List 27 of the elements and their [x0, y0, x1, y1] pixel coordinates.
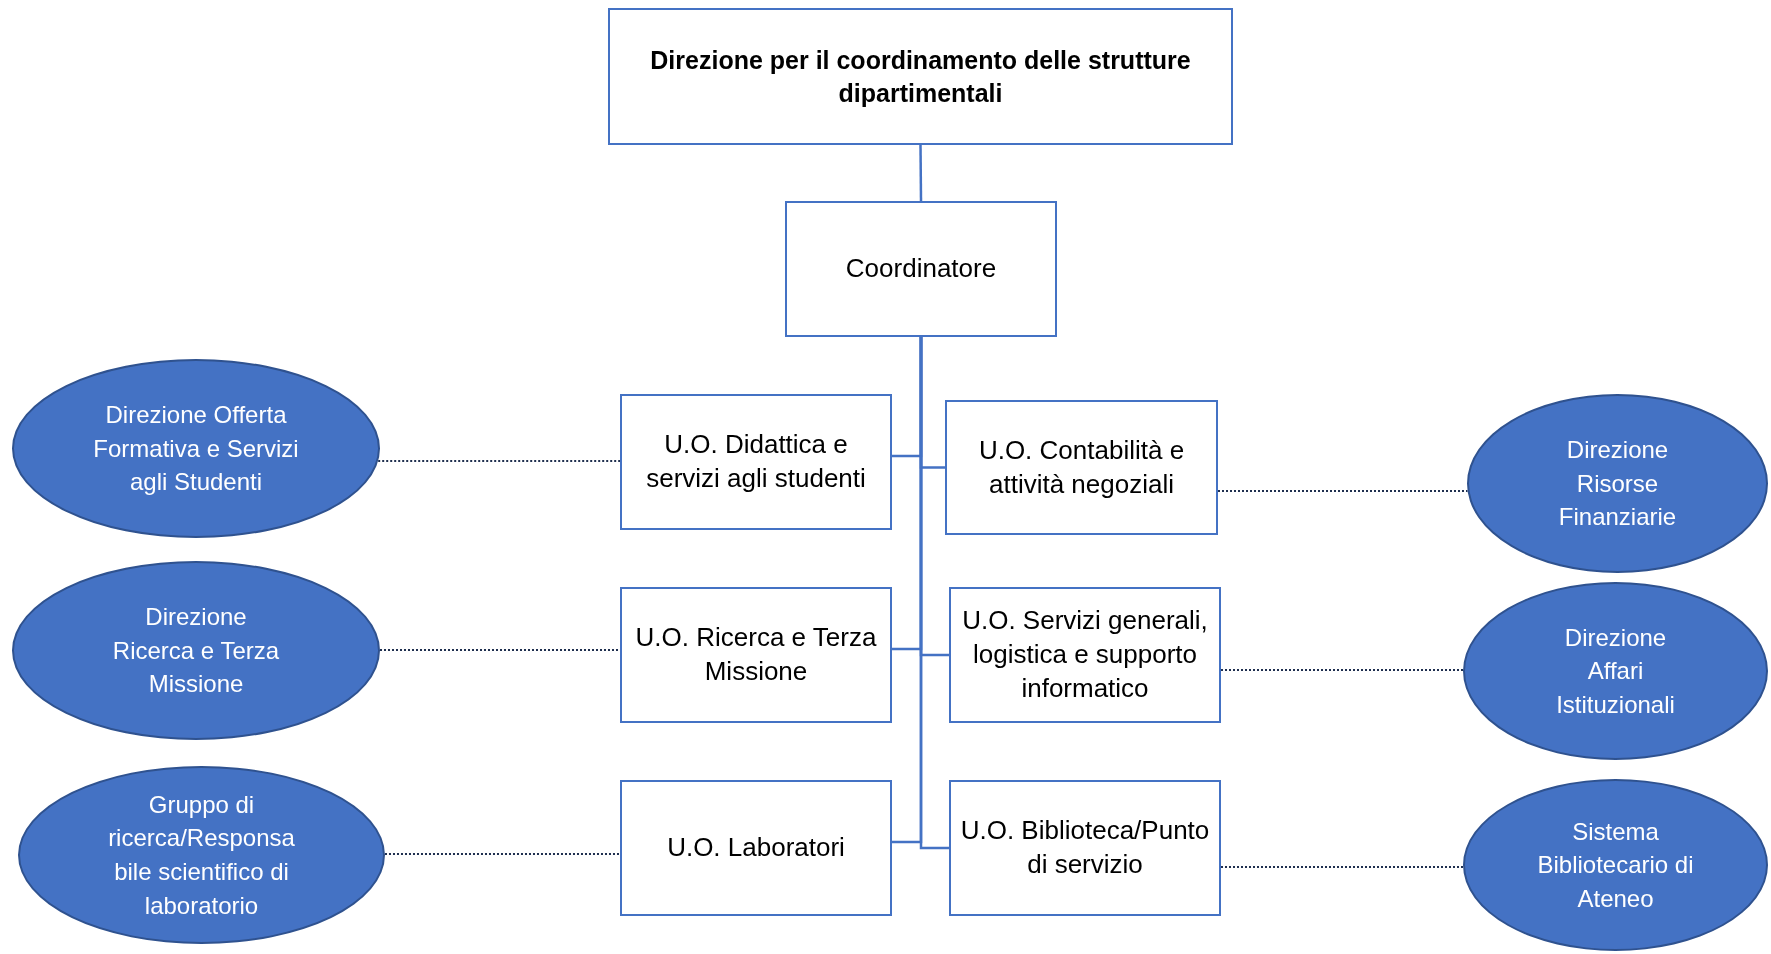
node-label: U.O. Contabilità e attività negoziali: [977, 433, 1186, 501]
node-label: Direzione Risorse Finanziarie: [1557, 435, 1678, 533]
node-label: U.O. Ricerca e Terza Missione: [634, 621, 878, 688]
node-label: U.O. Didattica e servizi agli studenti: [645, 428, 867, 495]
node-label: U.O. Biblioteca/Punto di servizio: [959, 814, 1211, 881]
process-box: [945, 400, 1218, 535]
node-label: Coordinatore: [845, 252, 997, 286]
process-box: [620, 394, 892, 530]
node-label: Direzione Offerta Formativa e Servizi agli Studenti: [92, 400, 300, 498]
process-box: [949, 780, 1221, 916]
dotted-line: [384, 853, 621, 855]
process-box: [949, 587, 1221, 723]
connector-line: [919, 145, 923, 201]
node-label: Direzione Affari Istituzionali: [1556, 622, 1675, 720]
dotted-line: [377, 460, 621, 462]
node-label: U.O. Laboratori: [667, 831, 845, 865]
dotted-line: [379, 649, 621, 651]
node-label: Direzione Ricerca e Terza Missione: [111, 602, 281, 700]
title-box: [608, 8, 1233, 145]
process-box: [620, 780, 892, 916]
connector-line: [919, 337, 949, 850]
node-label: U.O. Servizi generali, logistica e supporto informatico: [961, 604, 1209, 705]
node-label: Gruppo di ricerca/Responsa bile scientifico di laboratorio: [107, 789, 296, 921]
node-label: Direzione per il coordinamento delle strutture dipartimentali: [649, 45, 1192, 109]
process-box: [620, 587, 892, 723]
node-label: Sistema Bibliotecario di Ateneo: [1536, 816, 1695, 914]
process-box: [785, 201, 1057, 337]
